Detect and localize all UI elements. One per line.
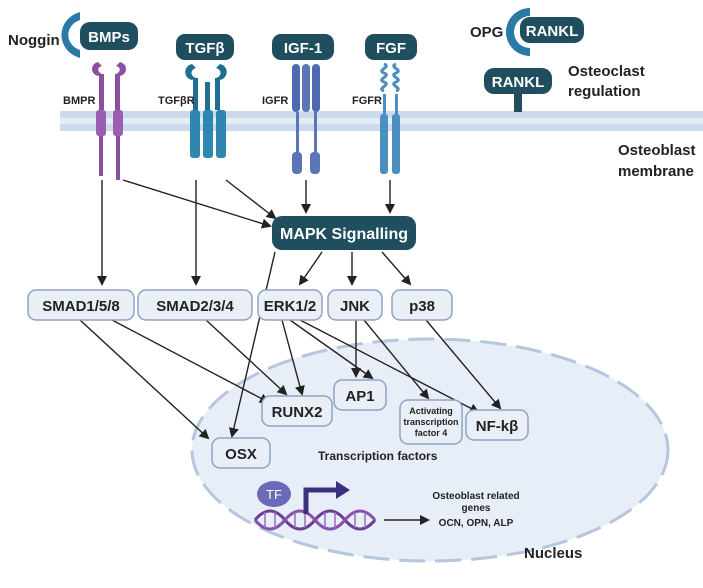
arrow-tgfbr-mapk (225, 179, 277, 220)
arrow-erk-nfkb (299, 319, 480, 413)
osteoclast-regulation-line1: Osteoclast (568, 63, 645, 80)
rankl-top-label: RANKL (526, 23, 579, 40)
arrow-mapk-p38 (381, 251, 412, 286)
noggin-shape (61, 12, 80, 58)
transcription-start-arrow (303, 481, 350, 514)
erk-node: ERK1/2 (257, 289, 323, 321)
runx2-node: RUNX2 (261, 395, 333, 427)
svg-text:BMPs: BMPs (88, 29, 130, 46)
opg-label: OPG (470, 24, 503, 41)
smad234-node: SMAD2/3/4 (137, 289, 253, 321)
genes-line3: OCN, OPN, ALP (439, 518, 514, 529)
opg-shape (506, 8, 530, 56)
tgfb-receptor: TGFβR (158, 64, 227, 158)
p38-node: p38 (391, 289, 453, 321)
smad158-node: SMAD1/5/8 (27, 289, 135, 321)
nucleus (190, 337, 670, 563)
igfr-label: IGFR (262, 95, 288, 107)
bmps-ligand: BMPs (80, 22, 138, 50)
igf-receptor: IGFR (262, 64, 320, 174)
arrow-erk-runx2 (281, 319, 305, 396)
osteoclast-regulation-line2: regulation (568, 83, 641, 100)
svg-text:Activating: Activating (409, 406, 453, 416)
genes-line2: genes (462, 503, 491, 514)
svg-text:IGF-1: IGF-1 (284, 40, 322, 57)
arrow-smad234-runx2 (205, 319, 288, 396)
arrow-mapk-erk (298, 251, 323, 286)
svg-text:TGFβ: TGFβ (185, 40, 224, 57)
arrow-smad158-osx (79, 319, 210, 440)
svg-text:ERK1/2: ERK1/2 (264, 298, 317, 315)
nfkb-node: NF-kβ (465, 409, 529, 441)
opg-rankl-group: OPG RANKL RANKL Osteoclast regulation (470, 8, 645, 112)
nucleus-label: Nucleus (524, 545, 582, 562)
svg-text:SMAD1/5/8: SMAD1/5/8 (42, 298, 120, 315)
svg-text:OSX: OSX (225, 446, 257, 463)
svg-text:factor 4: factor 4 (415, 428, 448, 438)
svg-text:JNK: JNK (340, 298, 370, 315)
ap1-node: AP1 (333, 379, 387, 411)
arrow-jnk-atf4 (363, 319, 430, 400)
arrow-p38-nfkb (425, 319, 502, 410)
atf4-node: Activating transcription factor 4 (399, 399, 463, 445)
fgfr-label: FGFR (352, 95, 382, 107)
arrow-smad158-runx2 (111, 319, 270, 403)
tgfb-ligand: TGFβ (176, 34, 234, 60)
svg-text:transcription: transcription (403, 417, 458, 427)
svg-text:MAPK Signalling: MAPK Signalling (280, 226, 408, 243)
transcription-factors-label: Transcription factors (318, 449, 438, 463)
svg-text:FGF: FGF (376, 40, 406, 57)
fgf-ligand: FGF (365, 34, 417, 60)
tgfbr-label: TGFβR (158, 95, 195, 107)
bmpr-label: BMPR (63, 95, 95, 107)
arrows (79, 179, 502, 525)
svg-text:AP1: AP1 (345, 388, 374, 405)
rankl-bottom-label: RANKL (492, 74, 545, 91)
svg-text:p38: p38 (409, 298, 435, 315)
membrane-label-line2: membrane (618, 163, 694, 180)
noggin-group: Noggin (8, 12, 80, 58)
svg-text:NF-kβ: NF-kβ (476, 418, 519, 435)
noggin-label: Noggin (8, 32, 60, 49)
membrane-label-line1: Osteoblast (618, 142, 696, 159)
svg-text:RUNX2: RUNX2 (272, 404, 323, 421)
genes-line1: Osteoblast related (432, 491, 519, 502)
mapk-node: MAPK Signalling (272, 216, 416, 250)
osx-node: OSX (211, 437, 271, 469)
svg-text:TF: TF (266, 487, 282, 502)
arrow-mapk-osx (228, 251, 276, 438)
dna-helix (253, 509, 377, 531)
jnk-node: JNK (327, 289, 383, 321)
svg-text:SMAD2/3/4: SMAD2/3/4 (156, 298, 234, 315)
tf-badge: TF (257, 481, 291, 507)
fgf-receptor: FGFR (352, 62, 400, 174)
bmp-receptor: BMPR (63, 62, 126, 180)
igf1-ligand: IGF-1 (272, 34, 334, 60)
